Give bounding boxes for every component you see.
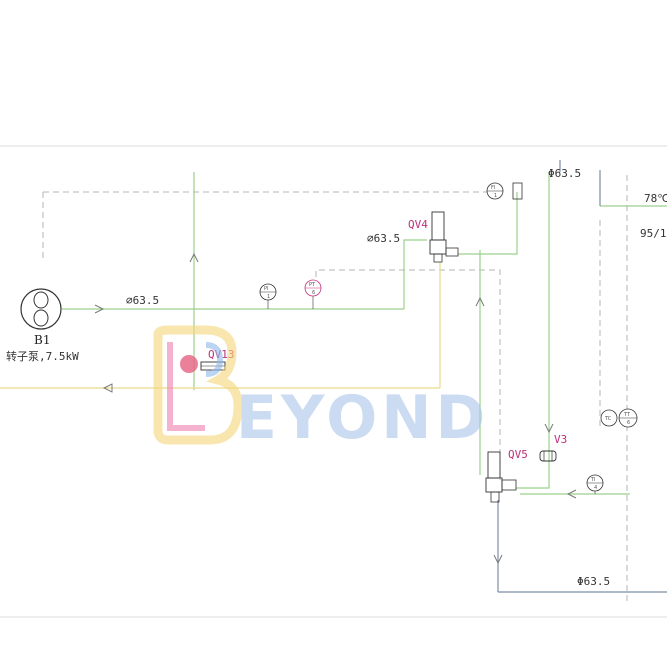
- flow-meter-body: [512, 182, 523, 200]
- pump-rotor-bottom: [33, 309, 49, 327]
- qv4-actuator: [431, 211, 445, 241]
- qv5-actuator: [487, 451, 501, 479]
- pipe-size-main: ⌀63.5: [126, 294, 159, 307]
- process-lines-blue: [497, 160, 667, 593]
- qv13-indicator: [180, 355, 198, 373]
- fi-top-label: FI: [491, 185, 495, 191]
- pipe-qv4-out: [458, 192, 518, 255]
- pt-number: 6: [312, 290, 315, 296]
- label-temperature: 78℃: [644, 192, 667, 205]
- pipe-size-qv4: ⌀63.5: [367, 232, 400, 245]
- pipe-size-bottom: Φ63.5: [577, 575, 610, 588]
- qv5-stem: [490, 491, 500, 503]
- rotor-pump-b1: [20, 288, 62, 330]
- flow-arrows: [94, 252, 577, 565]
- label-ratio: 95/11: [640, 227, 667, 240]
- pipe-to-qv4: [403, 239, 427, 309]
- qv4-stem: [433, 253, 443, 263]
- arrow-left-ti: [566, 489, 577, 499]
- watermark-logo-b: [153, 325, 243, 445]
- tt-label: TT: [623, 412, 631, 418]
- arrow-left-yellow: [102, 383, 113, 393]
- instrument-ti: TI 4: [586, 474, 604, 494]
- instrument-tc: TC: [600, 409, 618, 427]
- pump-body: [20, 288, 62, 330]
- process-lines-yellow: [0, 262, 441, 389]
- ti-number: 4: [594, 485, 597, 491]
- pipe-v3: [516, 172, 550, 489]
- qv4-body: [429, 239, 447, 255]
- arrow-up-riser: [475, 296, 485, 307]
- qv5-side: [501, 479, 517, 491]
- arrow-up-left: [189, 252, 199, 263]
- ti-label: TI: [590, 477, 596, 483]
- instrument-pt-main: PT 6: [304, 279, 322, 309]
- valve-qv4: [429, 211, 459, 263]
- signal-lines: [42, 175, 628, 605]
- pump-description: 转子泵,7.5kW: [6, 349, 79, 363]
- instrument-tt: TT 6: [618, 408, 638, 428]
- pi-number: 1: [267, 294, 270, 300]
- pt-label: PT: [309, 282, 316, 288]
- valve-qv5: [485, 451, 517, 503]
- valve-v3-tag: V3: [554, 433, 567, 446]
- qv4-outlet: [445, 247, 459, 257]
- process-lines-green: [62, 172, 667, 495]
- pi-label: PI: [264, 286, 269, 292]
- valve-v3: [539, 450, 557, 462]
- pipe-size-top-cut: Φ63.5: [548, 167, 581, 180]
- signal-pt-to-qv5: [315, 269, 501, 480]
- tc-label: TC: [604, 416, 612, 422]
- pump-rotor-top: [33, 291, 49, 309]
- tt-number: 6: [627, 420, 630, 426]
- pump-tag: B1: [34, 333, 50, 347]
- arrow-down-return: [493, 554, 503, 565]
- fi-top-number: 1: [494, 193, 497, 199]
- v3-body: [539, 450, 557, 462]
- valve-qv5-tag: QV5: [508, 448, 528, 461]
- instrument-pi-main: PI 1: [259, 283, 277, 309]
- beyond-watermark: EYOND: [153, 325, 489, 453]
- valve-qv4-tag: QV4: [408, 218, 428, 231]
- instrument-fi-top: FI 1: [486, 182, 523, 200]
- qv5-body: [485, 477, 503, 493]
- watermark-text: EYOND: [236, 383, 489, 453]
- arrow-right-main: [94, 304, 105, 314]
- arrow-down-v3: [544, 423, 554, 434]
